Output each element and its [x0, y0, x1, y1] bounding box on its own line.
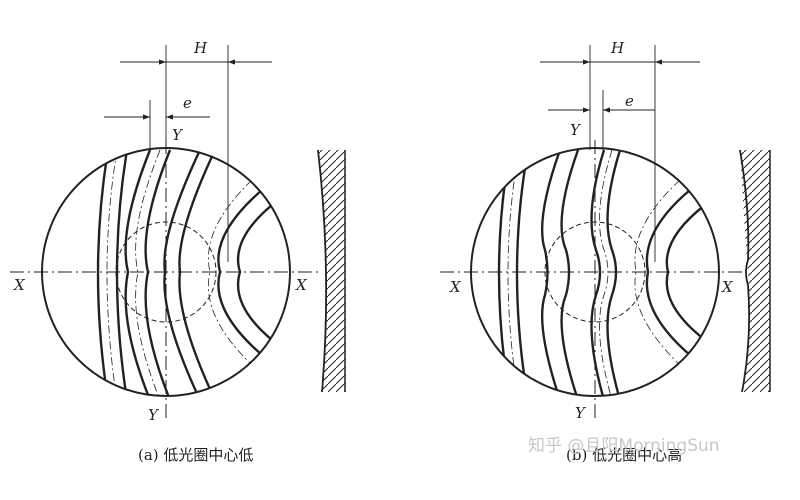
label-x-left-a: X — [13, 276, 26, 294]
aperture-circle-b — [544, 221, 646, 323]
label-x-right-a: X — [295, 276, 308, 294]
watermark: 知乎 @且阳MorningSun — [528, 436, 720, 456]
label-e-a: e — [183, 94, 192, 112]
label-y-top-a: Y — [172, 126, 184, 144]
label-h-a: H — [193, 39, 208, 57]
fringe-set-b — [497, 149, 706, 396]
label-e-b: e — [625, 92, 634, 110]
labels-a: H e Y Y X X (a) 低光圈中心低 — [13, 39, 308, 464]
label-h-b: H — [610, 39, 625, 57]
label-x-right-b: X — [721, 278, 734, 296]
aperture-circle-a — [115, 221, 217, 323]
surface-profile-a — [318, 150, 345, 392]
outer-circle-b — [470, 147, 720, 397]
caption-a: (a) 低光圈中心低 — [138, 446, 253, 464]
caption-b: (b) 低光圈中心高 — [566, 446, 682, 464]
fringe-set-a — [96, 149, 273, 396]
label-y-top-b: Y — [570, 121, 582, 139]
label-y-bottom-a: Y — [148, 406, 160, 424]
diagram-a — [10, 45, 346, 420]
diagram-b — [440, 45, 771, 420]
labels-b: H e Y Y X X (b) 低光圈中心高 — [449, 39, 734, 464]
label-x-left-b: X — [449, 278, 462, 296]
label-y-bottom-b: Y — [575, 404, 587, 422]
